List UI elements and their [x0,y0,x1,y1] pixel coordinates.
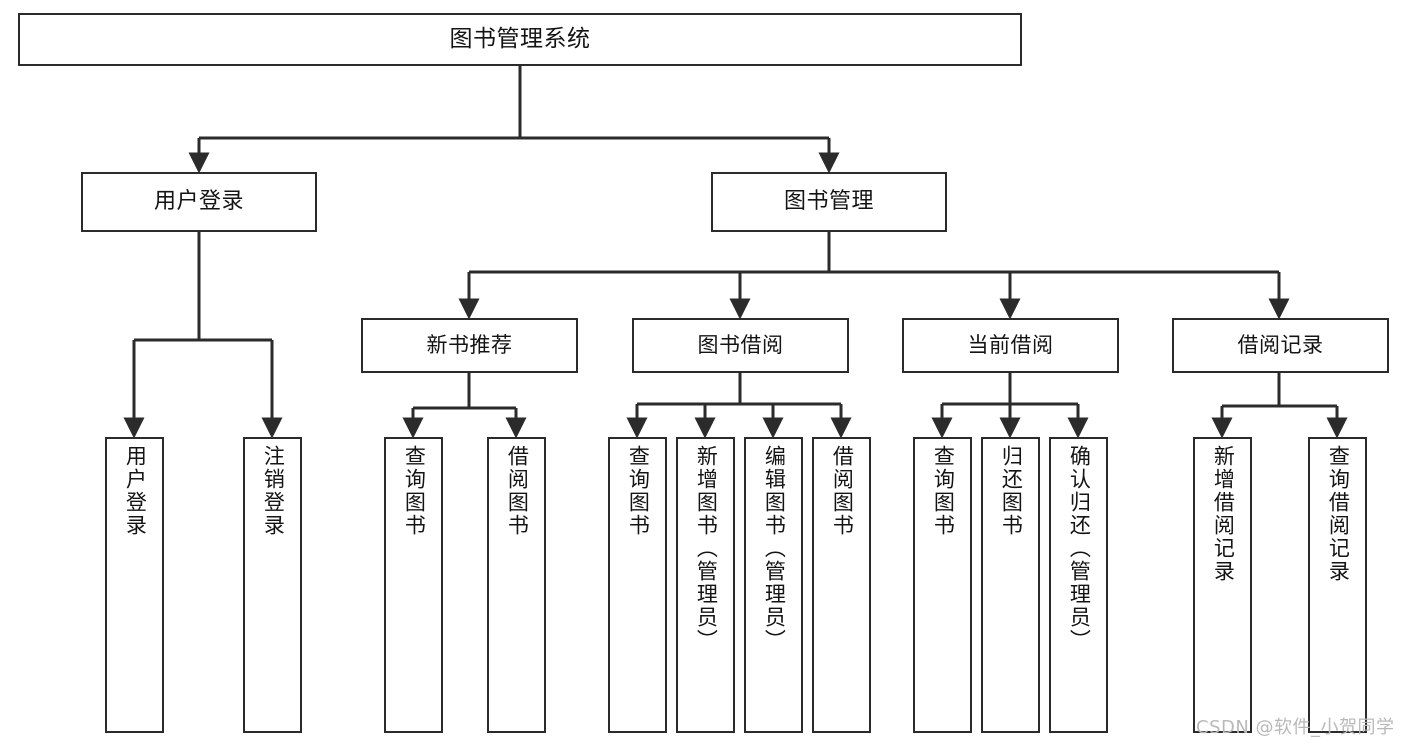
node-new-book-recommend[interactable]: 新书推荐 [361,318,578,373]
leaf-user-login-logout[interactable]: 注销登录 [243,437,302,733]
leaf-book-borrow-edit-book-admin[interactable]: 编辑图书（管理员） [744,437,803,733]
node-label: 确认归还（管理员） [1067,445,1092,652]
node-label: 注销登录 [261,445,286,537]
node-label: 图书管理 [783,188,874,214]
leaf-borrow-record-add-record[interactable]: 新增借阅记录 [1193,437,1252,733]
node-label: 编辑图书（管理员） [762,445,787,652]
node-label: 用户登录 [153,188,244,214]
node-label: 当前借阅 [967,332,1054,357]
leaf-user-login-login[interactable]: 用户登录 [105,437,164,733]
node-label: 用户登录 [123,445,148,537]
leaf-current-borrow-query-book[interactable]: 查询图书 [913,437,972,733]
node-current-borrow[interactable]: 当前借阅 [902,318,1119,373]
csdn-watermark: CSDN @软件_小贺同学 [1196,717,1395,738]
node-book-borrow[interactable]: 图书借阅 [632,318,849,373]
leaf-book-borrow-query-book[interactable]: 查询图书 [608,437,667,733]
node-book-management[interactable]: 图书管理 [711,172,947,232]
leaf-borrow-record-query-record[interactable]: 查询借阅记录 [1308,437,1367,733]
leaf-current-borrow-confirm-return-admin[interactable]: 确认归还（管理员） [1049,437,1108,733]
node-label: 查询借阅记录 [1326,445,1351,583]
node-user-login[interactable]: 用户登录 [81,172,317,232]
node-label: 借阅记录 [1237,332,1324,357]
node-book-management-system[interactable]: 图书管理系统 [18,13,1022,66]
node-label: 查询图书 [402,445,427,537]
node-label: 新书推荐 [426,332,513,357]
node-label: 新增借阅记录 [1211,445,1236,583]
leaf-new-book-query-book[interactable]: 查询图书 [384,437,443,733]
leaf-book-borrow-add-book-admin[interactable]: 新增图书（管理员） [676,437,735,733]
node-label: 新增图书（管理员） [694,445,719,652]
node-label: 借阅图书 [505,445,530,537]
node-label: 图书管理系统 [449,25,591,52]
node-label: 图书借阅 [697,332,784,357]
leaf-new-book-borrow-book[interactable]: 借阅图书 [487,437,546,733]
leaf-book-borrow-borrow-book[interactable]: 借阅图书 [812,437,871,733]
node-label: 归还图书 [999,445,1024,537]
node-borrow-record[interactable]: 借阅记录 [1172,318,1389,373]
leaf-current-borrow-return-book[interactable]: 归还图书 [981,437,1040,733]
node-label: 查询图书 [626,445,651,537]
node-label: 查询图书 [931,445,956,537]
node-label: 借阅图书 [830,445,855,537]
